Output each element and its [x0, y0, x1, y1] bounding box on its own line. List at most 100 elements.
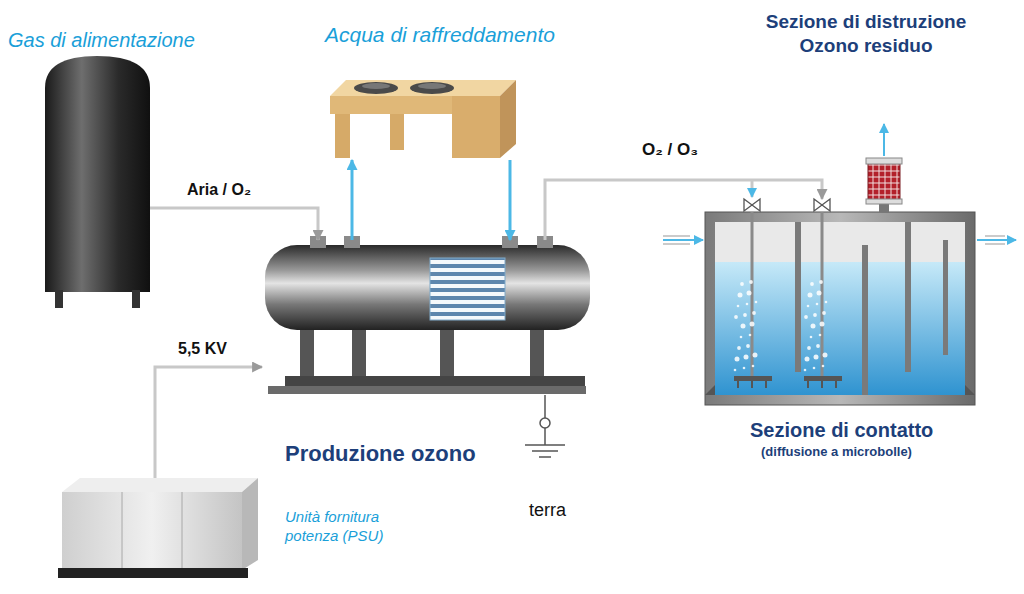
micro-bubble [820, 322, 825, 327]
water-flow-arrow [977, 239, 1016, 241]
micro-bubble [746, 344, 750, 348]
cooling-water-pipe [351, 160, 354, 240]
contact-tank [705, 212, 975, 405]
equipment-node: Sezione di contatto(diffusione a microbo… [705, 199, 975, 405]
ozone-generator [285, 376, 585, 386]
contact-tank [943, 240, 948, 355]
ground-symbol [525, 395, 565, 457]
equipment-node: Produzione ozono [262, 240, 592, 395]
valve-symbol [814, 199, 830, 211]
ground-symbol [540, 418, 550, 428]
micro-bubble [816, 344, 820, 348]
micro-bubble [814, 355, 819, 360]
gas-tank [45, 56, 150, 308]
micro-bubble [822, 311, 826, 315]
cooling-unit [418, 83, 446, 89]
contact-tank [795, 222, 801, 372]
power-supply-unit [58, 568, 248, 578]
micro-bubble [744, 355, 749, 360]
ozone-generator [352, 328, 366, 380]
ground-label: terra [527, 500, 568, 521]
micro-bubble [810, 336, 813, 339]
power-supply-unit [62, 492, 242, 570]
valve-symbol [744, 199, 760, 211]
gas-tank [55, 290, 63, 308]
cooling-unit [500, 80, 516, 158]
ozone-generator [265, 245, 590, 330]
equipment-label: Sezione di distruzione Ozono residuo [735, 10, 997, 58]
ozone-destructor [866, 199, 902, 204]
ozone-generator [530, 328, 544, 380]
micro-bubble [747, 291, 752, 296]
gas-tank [132, 290, 140, 308]
water-flow-arrow [663, 236, 1016, 244]
ozone-destructor [866, 158, 902, 164]
equipment-node: Sezione di distruzione Ozono residuo [866, 158, 902, 204]
micro-bubble [740, 282, 744, 286]
micro-bubble [817, 291, 822, 296]
equipment-node: Acqua di raffreddamento [330, 80, 516, 160]
ozone-generator [300, 328, 314, 380]
power-supply-unit [242, 478, 258, 570]
cooling-unit [354, 82, 398, 94]
water-flow-arrow [663, 239, 703, 241]
cooling-water-pipe [509, 160, 512, 240]
contact-tank [705, 212, 975, 405]
micro-bubble [737, 346, 741, 350]
micro-bubble [734, 369, 737, 372]
contact-tank [965, 385, 975, 395]
micro-bubble [750, 322, 755, 327]
micro-bubble [804, 315, 808, 319]
contact-tank [804, 376, 842, 381]
micro-bubble [808, 293, 813, 298]
gas-pipe [545, 180, 822, 240]
micro-bubble [735, 357, 740, 362]
micro-bubble [752, 365, 755, 368]
contact-tank [752, 212, 822, 378]
micro-bubble [755, 301, 758, 304]
equipment-node: Gas di alimentazione [45, 58, 150, 303]
ozone-generator [440, 328, 454, 380]
micro-bubble [752, 311, 756, 315]
micro-bubble [807, 305, 810, 308]
micro-bubble [804, 369, 807, 372]
micro-bubble [819, 334, 822, 337]
pipe-label: Aria / O₂ [185, 181, 253, 199]
equipment-label: Gas di alimentazione [8, 28, 195, 53]
micro-bubble [819, 280, 823, 284]
equipment-node: Unità fornitura potenza (PSU) [60, 478, 260, 578]
ground-symbol [525, 445, 565, 457]
micro-bubble [811, 324, 816, 329]
power-supply-unit [62, 478, 258, 492]
micro-bubble [753, 353, 758, 358]
micro-bubble [816, 303, 819, 306]
contact-tank [905, 222, 911, 372]
equipment-label: Produzione ozono [285, 440, 476, 468]
micro-bubble [741, 324, 746, 329]
cooling-unit [330, 80, 516, 96]
pipe-label: O₂ / O₃ [640, 140, 700, 160]
pipe-label: 5,5 KV [176, 340, 229, 358]
gas-pipe [150, 208, 318, 240]
ozone-destructor [883, 124, 885, 156]
micro-bubble [743, 367, 746, 370]
contact-tank [738, 381, 836, 388]
gas-tank [45, 56, 150, 292]
ozone-destructor [868, 162, 900, 202]
micro-bubble [734, 315, 738, 319]
micro-bubble [746, 303, 749, 306]
micro-bubble [813, 367, 816, 370]
micro-bubble [822, 365, 825, 368]
cooling-unit [410, 82, 454, 94]
gas-branch-pipe [752, 180, 753, 197]
power-supply-unit [122, 492, 182, 570]
micro-bubble [738, 293, 743, 298]
micro-bubble [737, 305, 740, 308]
gas-branch-pipe [751, 180, 754, 197]
cooling-unit [330, 80, 516, 158]
valve-symbol [744, 199, 830, 211]
ozone-generator [265, 236, 590, 394]
micro-bubble [825, 301, 828, 304]
